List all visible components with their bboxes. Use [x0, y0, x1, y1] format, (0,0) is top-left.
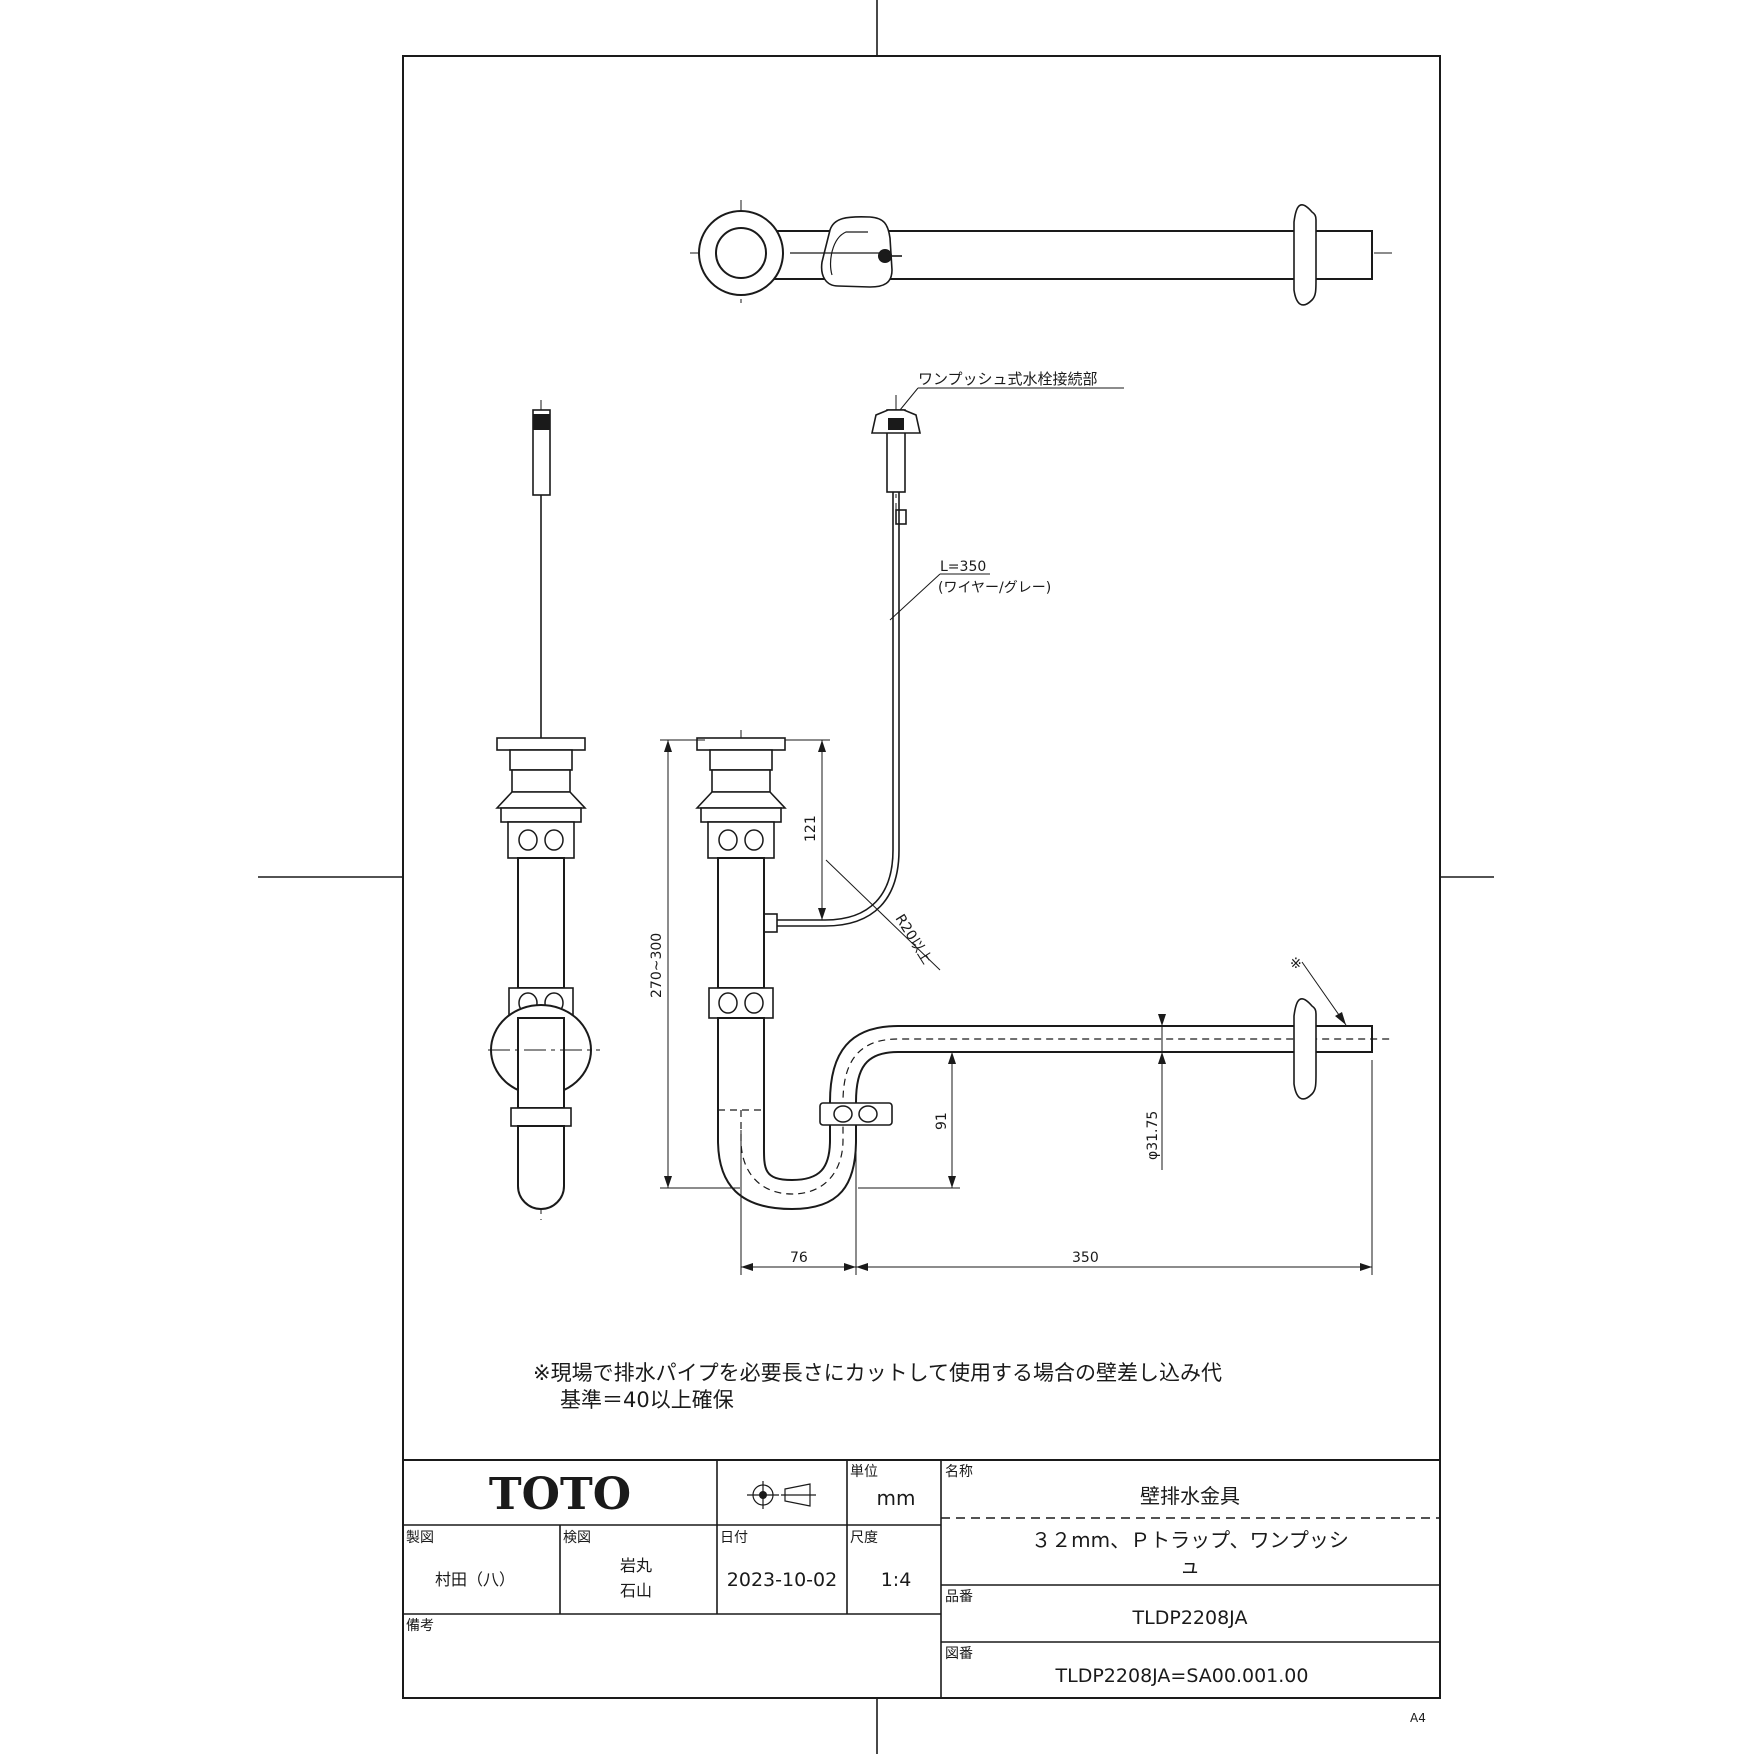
top-view — [690, 200, 1392, 306]
checked-label: 検図 — [563, 1530, 591, 1546]
dim-350-label: 350 — [1072, 1250, 1099, 1266]
dimension-lines — [660, 387, 1373, 1275]
checked-value-1: 岩丸 — [620, 1556, 652, 1575]
front-view — [695, 395, 1392, 1211]
asterisk-mark: ※ — [1290, 956, 1302, 972]
side-view — [488, 400, 600, 1220]
part-label: 品番 — [945, 1589, 973, 1605]
drawing-no-value: TLDP2208JA=SA00.001.00 — [1055, 1665, 1309, 1687]
dim-270-label: 270~300 — [649, 933, 665, 998]
toto-logo: TOTO — [489, 1469, 631, 1520]
footnote-line-1: ※現場で排水パイプを必要長さにカットして使用する場合の壁差し込み代 — [533, 1361, 1222, 1385]
dim-91-label: 91 — [934, 1112, 950, 1130]
radius-label: R20以上 — [892, 912, 935, 968]
date-label: 日付 — [720, 1530, 748, 1546]
remarks-label: 備考 — [406, 1618, 434, 1634]
p-trap — [717, 1017, 1373, 1211]
third-angle-projection-icon — [747, 1481, 816, 1509]
footnote-line-2: 基準＝40以上確保 — [560, 1388, 734, 1412]
name-value: 壁排水金具 — [1140, 1484, 1240, 1508]
unit-value: mm — [877, 1486, 916, 1510]
unit-label: 単位 — [850, 1464, 878, 1480]
title-block — [403, 1459, 1440, 1698]
description-line-1: ３２mm、Ｐトラップ、ワンプッシ — [1031, 1528, 1349, 1552]
checked-value-2: 石山 — [620, 1581, 652, 1600]
registration-marks — [258, 0, 1494, 1754]
wall-escutcheon — [1293, 998, 1317, 1100]
connector-note: ワンプッシュ式水栓接続部 — [918, 370, 1098, 388]
wire-type-label: (ワイヤー/グレー) — [938, 580, 1051, 596]
sheet-size-label: A4 — [1410, 1711, 1426, 1725]
wire-length-label: L=350 — [940, 559, 986, 575]
dim-121-label: 121 — [803, 815, 819, 842]
drawing-no-label: 図番 — [945, 1646, 973, 1662]
part-value: TLDP2208JA — [1132, 1607, 1248, 1629]
scale-label: 尺度 — [850, 1530, 878, 1546]
drawn-label: 製図 — [406, 1530, 434, 1546]
wire-knob-icon — [878, 249, 892, 263]
release-wire — [760, 492, 894, 921]
drawing-frame — [402, 55, 1441, 1699]
one-push-connector — [871, 409, 921, 525]
drawn-value: 村田（八） — [435, 1570, 515, 1589]
description-line-2: ュ — [1180, 1554, 1200, 1578]
name-label: 名称 — [945, 1464, 973, 1480]
dim-76-label: 76 — [790, 1250, 808, 1266]
scale-value: 1:4 — [881, 1569, 912, 1591]
dim-diameter-label: φ31.75 — [1145, 1111, 1161, 1160]
date-value: 2023-10-02 — [727, 1569, 837, 1591]
